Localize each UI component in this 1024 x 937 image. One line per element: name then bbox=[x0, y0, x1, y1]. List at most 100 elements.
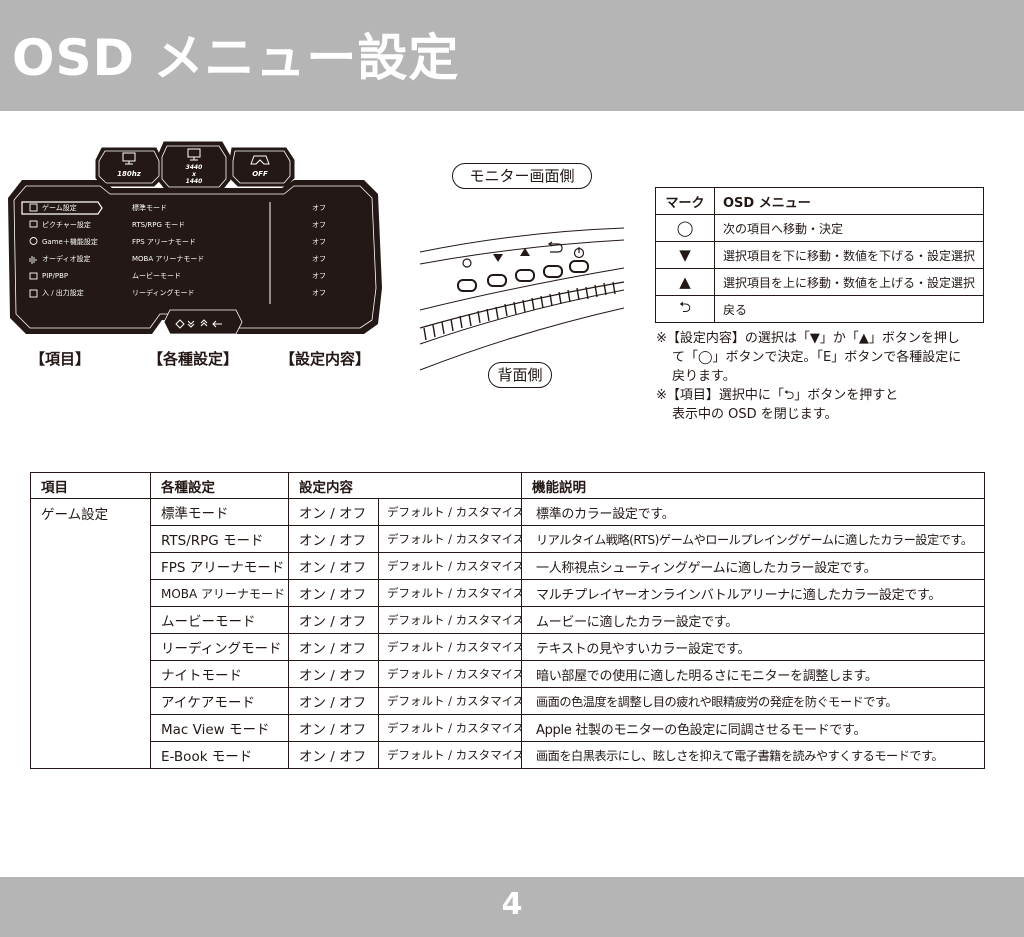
label-settings: 【各種設定】 bbox=[148, 350, 239, 368]
table-row: ムービーモード オン / オフ デフォルト / カスタマイズ ムービーに適したカ… bbox=[31, 606, 985, 634]
osd-value: オフ bbox=[312, 255, 326, 263]
label-items: 【項目】 bbox=[30, 350, 91, 368]
description-cell: 画面を白黒表示にし、眩しさを抑えて電子書籍を読みやすくするモードです。 bbox=[521, 741, 985, 769]
osd-setting-reading[interactable]: リーディングモード bbox=[132, 289, 195, 297]
table-row: アイケアモード オン / オフ デフォルト / カスタマイズ 画面の色温度を調整… bbox=[31, 687, 985, 715]
mark-description: 戻る bbox=[713, 295, 985, 323]
default-cell: デフォルト / カスタマイズ bbox=[378, 660, 522, 688]
return-icon: ⮌ bbox=[655, 295, 715, 323]
setting-cell: E-Book モード bbox=[150, 741, 289, 769]
monitor-buttons-illustration bbox=[418, 160, 628, 390]
header-item: 項目 bbox=[30, 472, 151, 499]
osd-setting-movie[interactable]: ムービーモード bbox=[132, 272, 181, 280]
settings-table-header: 項目 各種設定 設定内容 機能説明 bbox=[30, 472, 985, 499]
setting-cell: 標準モード bbox=[150, 498, 289, 526]
note-line: て「◯」ボタンで決定。「E」ボタンで各種設定に bbox=[672, 350, 962, 365]
description-cell: テキストの見やすいカラー設定です。 bbox=[521, 633, 985, 661]
default-cell: デフォルト / カスタマイズ bbox=[378, 579, 522, 607]
description-cell: ムービーに適したカラー設定です。 bbox=[521, 606, 985, 634]
default-cell: デフォルト / カスタマイズ bbox=[378, 633, 522, 661]
label-content: 【設定内容】 bbox=[280, 350, 371, 368]
table-row: ▲ 選択項目を上に移動・数値を上げる・設定選択 bbox=[655, 268, 985, 296]
value-cell: オン / オフ bbox=[288, 606, 379, 634]
table-row: FPS アリーナモード オン / オフ デフォルト / カスタマイズ 一人称視点… bbox=[31, 552, 985, 580]
description-cell: リアルタイム戦略(RTS)ゲームやロールプレイングゲームに適したカラー設定です。 bbox=[521, 525, 985, 553]
footer-bar: 4 bbox=[0, 877, 1024, 937]
mark-description: 選択項目を上に移動・数値を上げる・設定選択 bbox=[713, 268, 985, 296]
table-row: ナイトモード オン / オフ デフォルト / カスタマイズ 暗い部屋での使用に適… bbox=[31, 660, 985, 688]
value-cell: オン / オフ bbox=[288, 633, 379, 661]
default-cell: デフォルト / カスタマイズ bbox=[378, 552, 522, 580]
description-cell: 画面の色温度を調整し目の疲れや眼精疲労の発症を防ぐモードです。 bbox=[521, 687, 985, 715]
table-row: ◯ 次の項目へ移動・決定 bbox=[655, 214, 985, 242]
setting-cell: RTS/RPG モード bbox=[150, 525, 289, 553]
description-cell: 暗い部屋での使用に適した明るさにモニターを調整します。 bbox=[521, 660, 985, 688]
resolution-label: 3440 x 1440 bbox=[185, 164, 203, 185]
note-line: 戻ります。 bbox=[672, 369, 736, 384]
note-line: ※【項目】選択中に「⮌」ボタンを押すと bbox=[656, 388, 899, 403]
setting-cell: リーディングモード bbox=[150, 633, 289, 661]
value-cell: オン / オフ bbox=[288, 660, 379, 688]
osd-frame bbox=[8, 141, 382, 335]
table-row: RTS/RPG モード オン / オフ デフォルト / カスタマイズ リアルタイ… bbox=[31, 525, 985, 553]
description-cell: 一人称視点シューティングゲームに適したカラー設定です。 bbox=[521, 552, 985, 580]
osd-item-game-plus[interactable]: Game＋機能設定 bbox=[42, 238, 98, 246]
osd-item-game[interactable]: ゲーム設定 bbox=[42, 204, 77, 212]
value-cell: オン / オフ bbox=[288, 579, 379, 607]
mark-description: 選択項目を下に移動・数値を下げる・設定選択 bbox=[713, 241, 985, 269]
osd-item-pip[interactable]: PIP/PBP bbox=[42, 272, 69, 280]
back-side-label: 背面側 bbox=[488, 362, 552, 388]
header-content: 設定内容 bbox=[288, 472, 522, 499]
mark-table-header: マーク OSD メニュー bbox=[655, 187, 985, 215]
settings-table: 項目 各種設定 設定内容 機能説明 ゲーム設定 標準モード オン / オフ デフ… bbox=[30, 472, 985, 769]
refresh-rate-label: 180hz bbox=[117, 170, 141, 178]
value-cell: オン / オフ bbox=[288, 687, 379, 715]
osd-value: オフ bbox=[312, 221, 326, 229]
osd-value: オフ bbox=[312, 272, 326, 280]
osd-menu-illustration: 180hz 3440 x 1440 OFF ゲーム設定 ピクチャー設定 Game… bbox=[4, 138, 388, 348]
value-cell: オン / オフ bbox=[288, 498, 379, 526]
setting-cell: ナイトモード bbox=[150, 660, 289, 688]
value-cell: オン / オフ bbox=[288, 741, 379, 769]
triangle-up-icon: ▲ bbox=[655, 268, 715, 296]
osd-setting-rts[interactable]: RTS/RPG モード bbox=[132, 221, 186, 229]
value-cell: オン / オフ bbox=[288, 525, 379, 553]
osd-item-picture[interactable]: ピクチャー設定 bbox=[42, 221, 91, 229]
osd-item-audio[interactable]: オーディオ設定 bbox=[42, 255, 91, 263]
page-number: 4 bbox=[501, 887, 523, 922]
page-title: OSD メニュー設定 bbox=[12, 29, 460, 87]
setting-cell: FPS アリーナモード bbox=[150, 552, 289, 580]
description-cell: マルチプレイヤーオンラインバトルアリーナに適したカラー設定です。 bbox=[521, 579, 985, 607]
description-cell: 標準のカラー設定です。 bbox=[521, 498, 985, 526]
table-row: ゲーム設定 標準モード オン / オフ デフォルト / カスタマイズ 標準のカラ… bbox=[30, 498, 985, 769]
category-cell: ゲーム設定 bbox=[30, 498, 151, 769]
table-row: ▼ 選択項目を下に移動・数値を下げる・設定選択 bbox=[655, 241, 985, 269]
setting-cell: Mac View モード bbox=[150, 714, 289, 742]
table-row: E-Book モード オン / オフ デフォルト / カスタマイズ 画面を白黒表… bbox=[31, 741, 985, 769]
default-cell: デフォルト / カスタマイズ bbox=[378, 525, 522, 553]
default-cell: デフォルト / カスタマイズ bbox=[378, 606, 522, 634]
mark-header: マーク bbox=[655, 187, 715, 215]
note-line: ※【設定内容】の選択は「▼」か「▲」ボタンを押し bbox=[656, 331, 960, 346]
circle-icon: ◯ bbox=[655, 214, 715, 242]
default-cell: デフォルト / カスタマイズ bbox=[378, 498, 522, 526]
default-cell: デフォルト / カスタマイズ bbox=[378, 687, 522, 715]
osd-menu-header: OSD メニュー bbox=[713, 187, 985, 215]
table-row: リーディングモード オン / オフ デフォルト / カスタマイズ テキストの見や… bbox=[31, 633, 985, 661]
table-row: Mac View モード オン / オフ デフォルト / カスタマイズ Appl… bbox=[31, 714, 985, 742]
osd-value: オフ bbox=[312, 204, 326, 212]
osd-item-input[interactable]: 入 / 出力設定 bbox=[42, 289, 84, 297]
default-cell: デフォルト / カスタマイズ bbox=[378, 741, 522, 769]
header-description: 機能説明 bbox=[521, 472, 985, 499]
game-mode-status-label: OFF bbox=[252, 170, 268, 178]
note-line: 表示中の OSD を閉じます。 bbox=[672, 407, 838, 422]
header-setting: 各種設定 bbox=[150, 472, 289, 499]
default-cell: デフォルト / カスタマイズ bbox=[378, 714, 522, 742]
osd-setting-fps[interactable]: FPS アリーナモード bbox=[132, 238, 196, 246]
header-bar: OSD メニュー設定 bbox=[0, 0, 1024, 111]
osd-setting-moba[interactable]: MOBA アリーナモード bbox=[132, 255, 205, 263]
osd-setting-standard[interactable]: 標準モード bbox=[132, 204, 167, 212]
value-cell: オン / オフ bbox=[288, 714, 379, 742]
setting-cell: アイケアモード bbox=[150, 687, 289, 715]
monitor-bezel bbox=[419, 227, 625, 371]
